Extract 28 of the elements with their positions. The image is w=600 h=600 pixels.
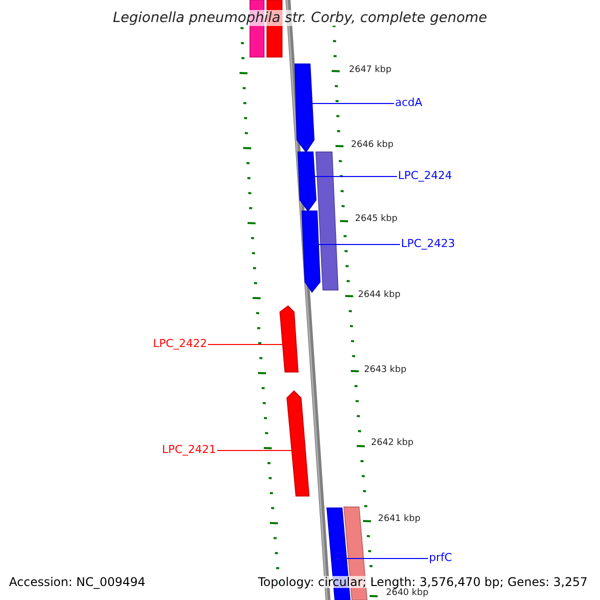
leader-line — [312, 103, 394, 104]
gene-bar — [294, 64, 314, 153]
gene-label: LPC_2424 — [398, 170, 452, 181]
gene-label: prfC — [429, 552, 452, 563]
scale-label: 2644 kbp — [358, 291, 400, 300]
leader-line — [216, 450, 292, 451]
gene-label: acdA — [395, 97, 422, 108]
leader-line — [318, 244, 400, 245]
footer-text: Accession: NC_009494 — [9, 576, 146, 588]
scale-label: 2646 kbp — [351, 141, 394, 150]
gene-bar — [279, 305, 299, 372]
gene-label: LPC_2421 — [162, 444, 216, 455]
scale-label: 2640 kbp — [386, 589, 428, 598]
scale-label: 2641 kbp — [378, 515, 420, 524]
scale-label: 2643 kbp — [364, 366, 406, 375]
scale-label: 2642 kbp — [371, 439, 414, 448]
scale-label: 2645 kbp — [355, 215, 398, 224]
leader-line — [208, 344, 284, 345]
scale-label: 2647 kbp — [349, 66, 392, 75]
footer-text: Topology: circular; Length: 3,576,470 bp; Genes: 3,257 — [258, 576, 588, 588]
leader-line — [346, 558, 428, 559]
gene-label: LPC_2423 — [401, 238, 455, 249]
gene-bar — [315, 152, 339, 290]
gene-bar — [286, 390, 310, 496]
leader-line — [314, 176, 398, 177]
gene-bar — [301, 210, 320, 293]
gene-label: LPC_2422 — [153, 338, 207, 349]
gene-bar — [297, 152, 317, 212]
